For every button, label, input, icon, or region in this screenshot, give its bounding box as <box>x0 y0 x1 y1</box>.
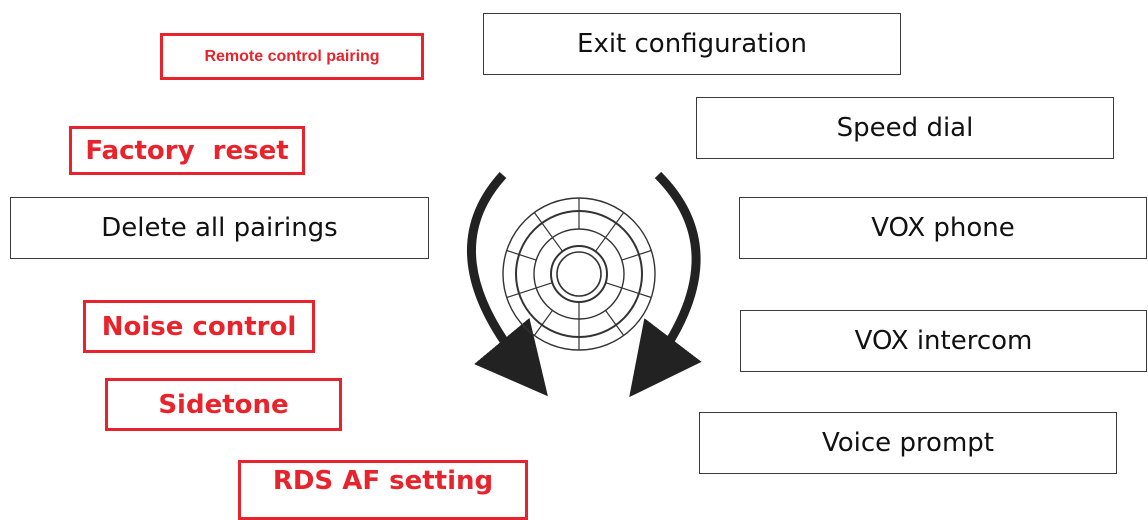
voice-prompt-box[interactable]: Voice prompt <box>699 412 1117 474</box>
dial-spoke <box>506 249 537 261</box>
dial-spoke <box>595 212 625 252</box>
sidetone-box[interactable]: Sidetone <box>105 378 342 431</box>
dial-spoke <box>506 282 553 299</box>
clockwise-arrow-icon <box>629 171 702 398</box>
vox-intercom-box[interactable]: VOX intercom <box>740 310 1147 372</box>
rds-af-setting-box[interactable]: RDS AF setting <box>238 460 528 520</box>
jog-dial-icon <box>502 197 656 351</box>
delete-all-pairings-box[interactable]: Delete all pairings <box>10 197 429 259</box>
vox-phone-box[interactable]: VOX phone <box>739 197 1147 259</box>
exit-configuration-box[interactable]: Exit configuration <box>483 13 901 75</box>
dial-spoke <box>605 310 625 336</box>
noise-control-box[interactable]: Noise control <box>83 300 315 353</box>
dial-spoke <box>533 212 563 252</box>
dial-spoke <box>621 249 652 261</box>
speed-dial-box[interactable]: Speed dial <box>696 97 1114 159</box>
dial-spoke <box>605 282 652 299</box>
factory-reset-box[interactable]: Factory reset <box>69 126 305 175</box>
counterclockwise-arrow-icon <box>466 171 548 397</box>
remote-control-pairing-box[interactable]: Remote control pairing <box>160 33 424 80</box>
dial-spoke <box>533 310 553 336</box>
jog-dial-diagram <box>466 171 702 398</box>
